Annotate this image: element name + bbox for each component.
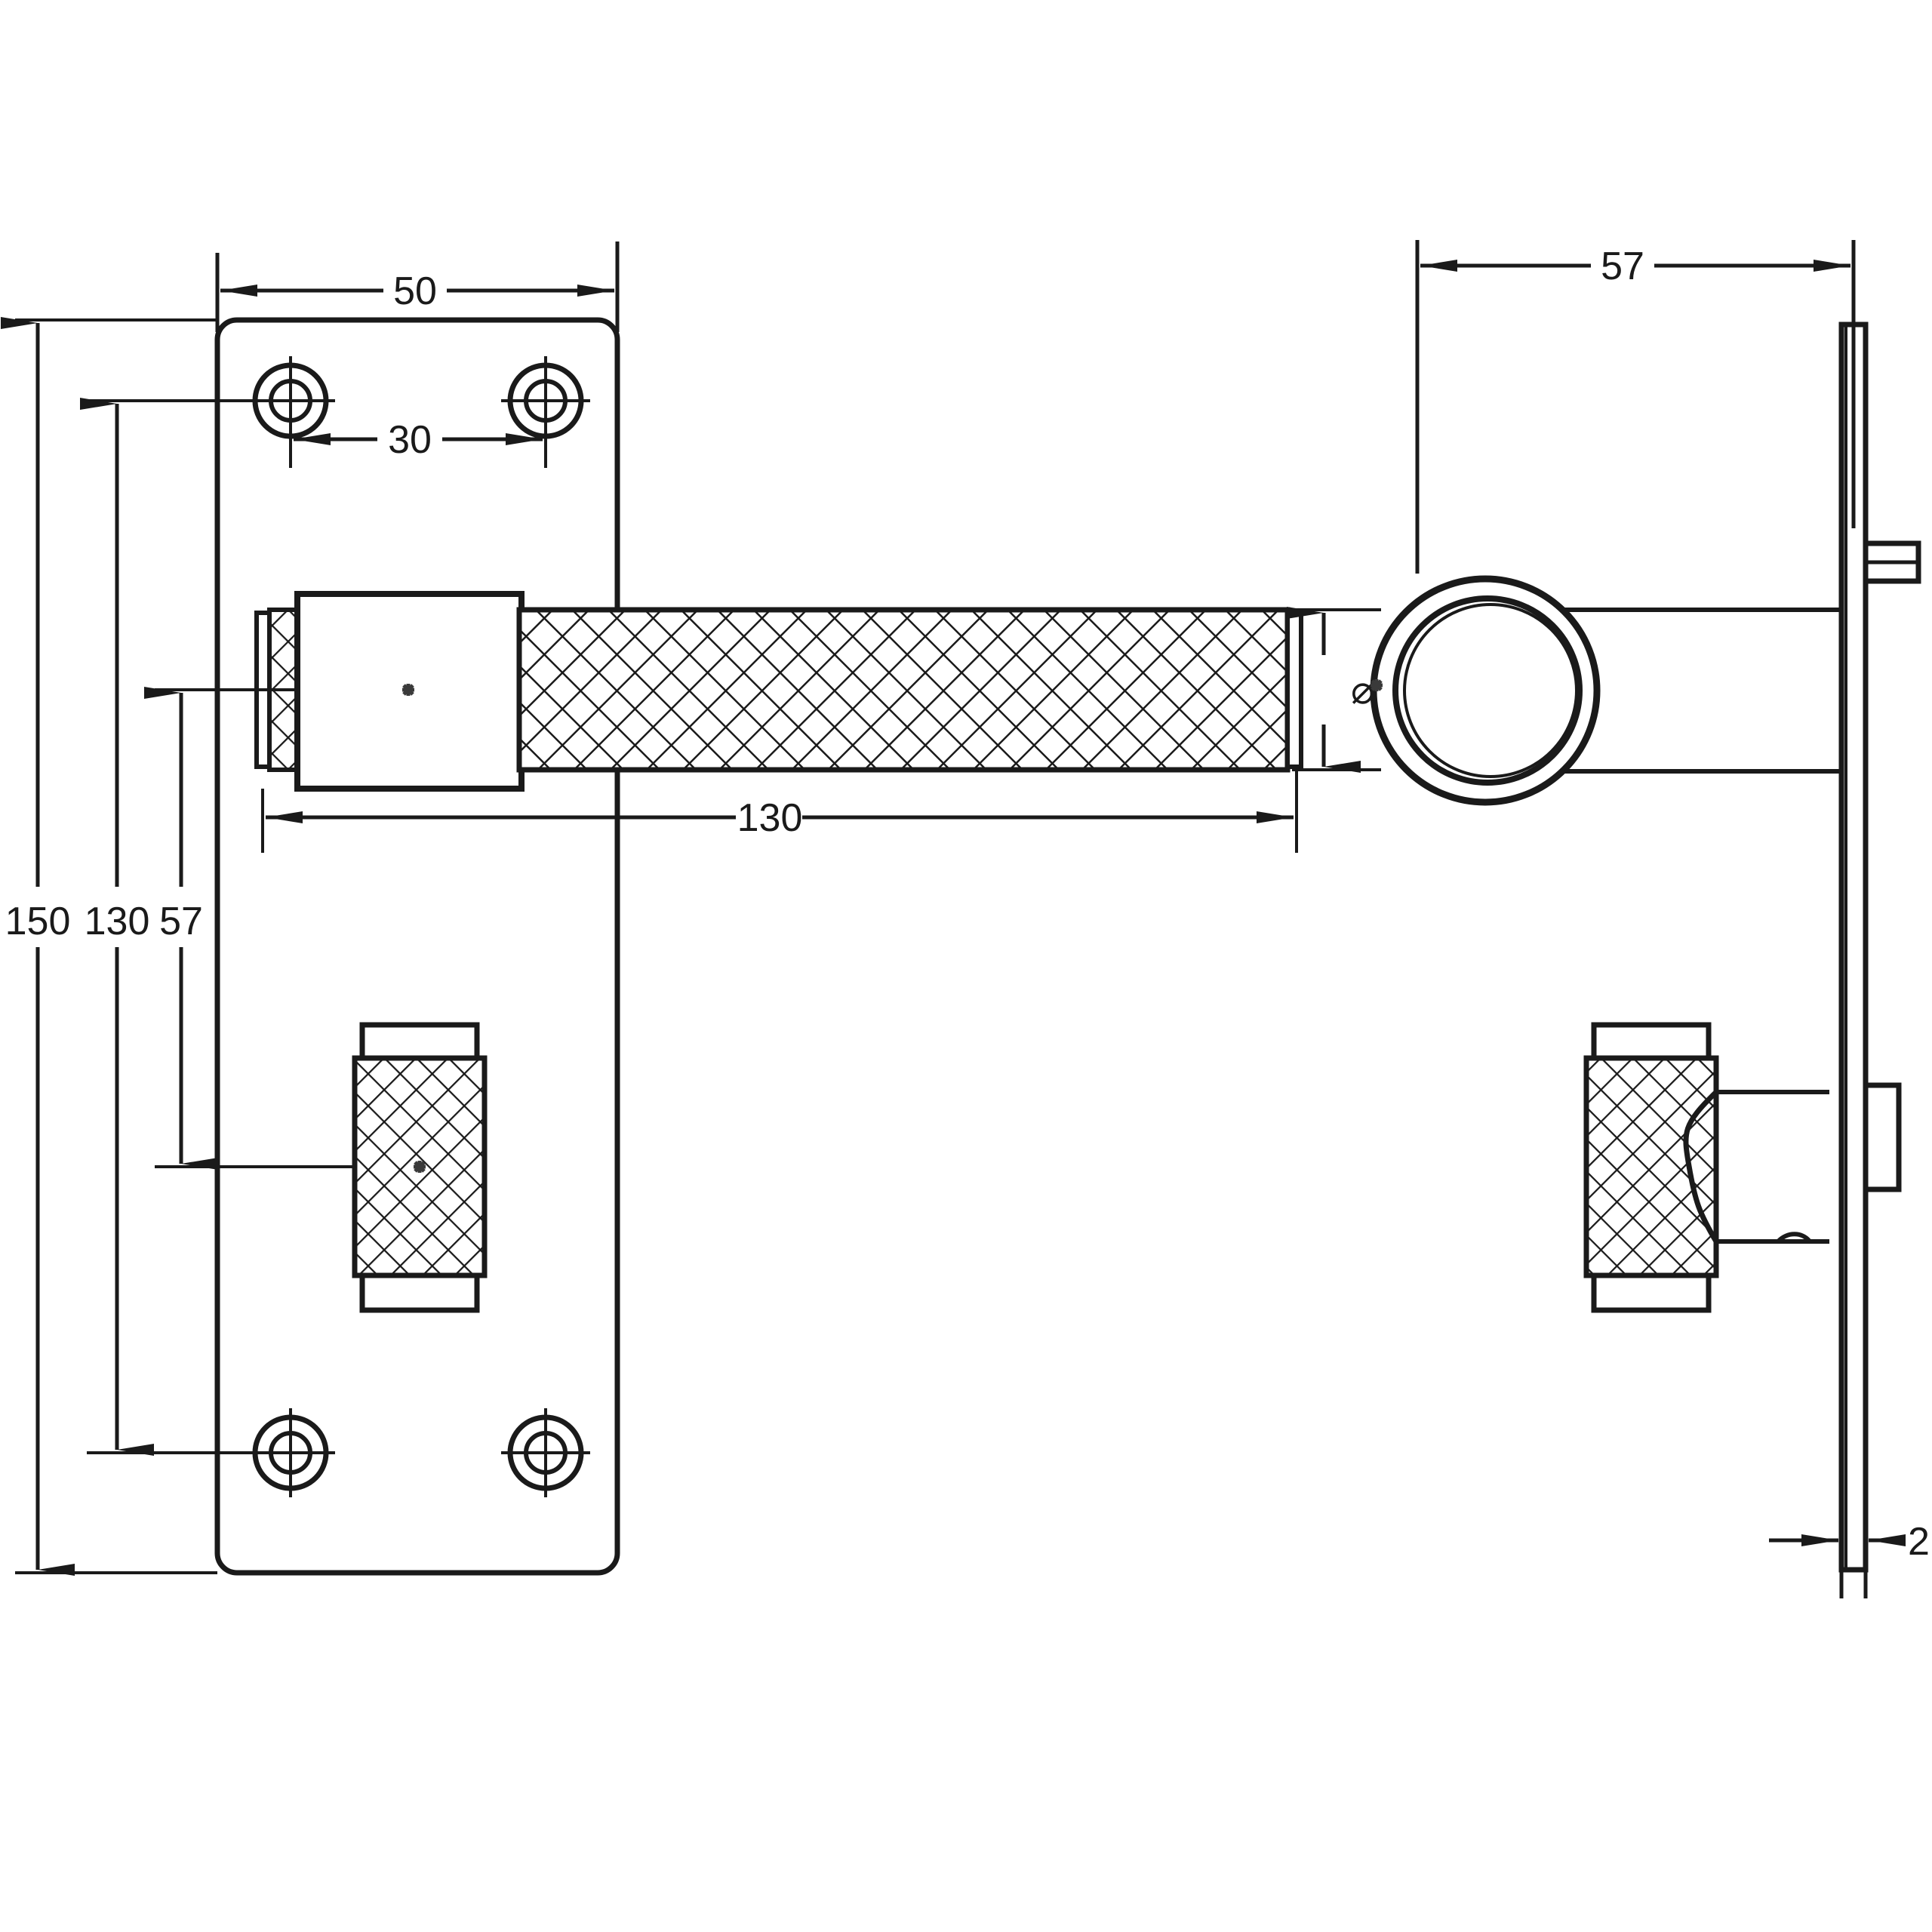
side-thumbturn-top-cap [1591,1022,1712,1063]
dim-label-hole-centres: 130 [85,900,150,943]
dim-label-hole-spacing: 30 [388,418,432,462]
spindle-tab-top [1863,540,1921,584]
thumbturn-bottom-cap [359,1272,480,1313]
spindle-tab-bottom [1863,1082,1902,1192]
dim-label-lever-to-turn: 57 [159,900,203,943]
dim-label-projection-depth: 57 [1601,245,1644,288]
dim-lever-length: 130 [261,770,1298,853]
thumbturn-centre-mark [414,1161,426,1173]
backplate-outline [214,317,620,1576]
lever-centre-mark [402,684,414,696]
side-view: 57 2 [1370,240,1930,1598]
turn-neck-taper-curve [1683,1090,1719,1243]
lever-end-centre-mark [1371,679,1383,691]
dim-plate-height: 150 [1,317,217,1576]
dim-plate-width: 50 [215,242,620,332]
dim-hole-centres: 130 [80,398,291,1456]
fixing-hole-bottom-right [501,1408,590,1497]
front-view: 50 30 150 130 [1,242,1429,1576]
dim-label-plate-thickness: 2 [1908,1520,1930,1564]
dim-plate-thickness: 2 [1769,1520,1930,1598]
fixing-hole-bottom-left [246,1408,335,1497]
dim-label-plate-height: 150 [5,900,71,943]
thumbturn-top-cap [359,1022,480,1063]
dim-projection-depth: 57 [1415,240,1856,574]
lever-knurled-shaft [516,607,1291,773]
side-thumbturn-bottom-cap [1591,1272,1712,1313]
lever-tip-cap [1285,611,1303,769]
dim-hole-spacing: 30 [289,401,547,468]
dim-lever-to-turn: 57 [144,687,355,1170]
side-thumbturn-knurl [1583,1055,1719,1278]
turn-neck-relief-notch [1776,1232,1812,1244]
dim-label-lever-length: 130 [737,796,803,840]
dim-label-plate-width: 50 [393,269,437,313]
lever-end-circles [1370,575,1601,806]
